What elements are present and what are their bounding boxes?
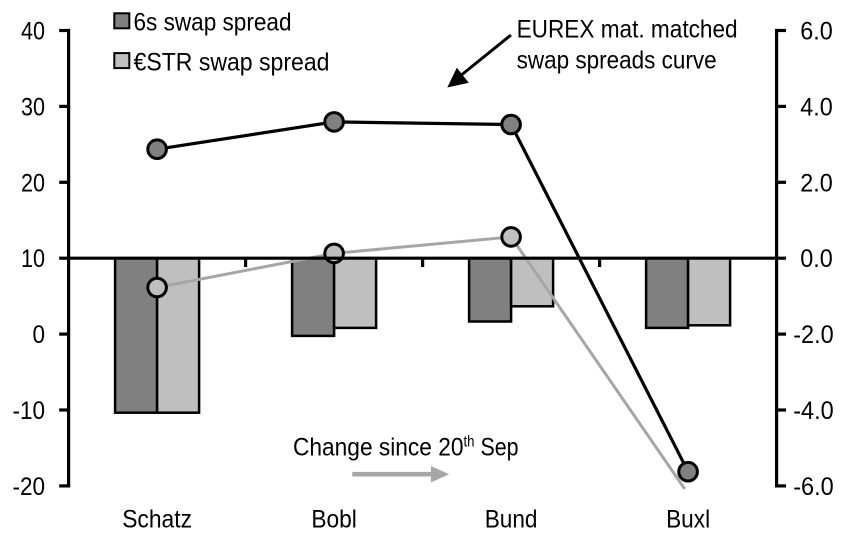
svg-text:4.0: 4.0 [800, 93, 833, 121]
svg-text:0.0: 0.0 [800, 245, 833, 273]
svg-text:EUREX mat. matched: EUREX mat. matched [517, 16, 738, 44]
svg-text:Schatz: Schatz [122, 506, 192, 534]
svg-text:Buxl: Buxl [666, 506, 710, 534]
svg-text:-6.0: -6.0 [793, 473, 834, 501]
svg-text:2.0: 2.0 [800, 169, 833, 197]
svg-text:swap spreads curve: swap spreads curve [517, 46, 717, 74]
svg-text:€STR swap spread: €STR swap spread [134, 49, 330, 77]
svg-text:6.0: 6.0 [800, 18, 833, 46]
svg-text:6s swap spread: 6s swap spread [134, 9, 292, 37]
svg-text:40: 40 [21, 18, 45, 46]
svg-text:Change since 20th Sep: Change since 20th Sep [293, 434, 519, 462]
svg-text:-10: -10 [13, 397, 46, 425]
svg-text:20: 20 [21, 169, 45, 197]
svg-text:-2.0: -2.0 [793, 321, 834, 349]
svg-text:30: 30 [21, 93, 45, 121]
svg-text:10: 10 [21, 245, 45, 273]
svg-text:Bobl: Bobl [311, 506, 357, 534]
svg-text:-4.0: -4.0 [793, 397, 834, 425]
svg-text:Bund: Bund [485, 506, 538, 534]
svg-text:0: 0 [33, 321, 46, 349]
svg-text:-20: -20 [13, 473, 46, 501]
